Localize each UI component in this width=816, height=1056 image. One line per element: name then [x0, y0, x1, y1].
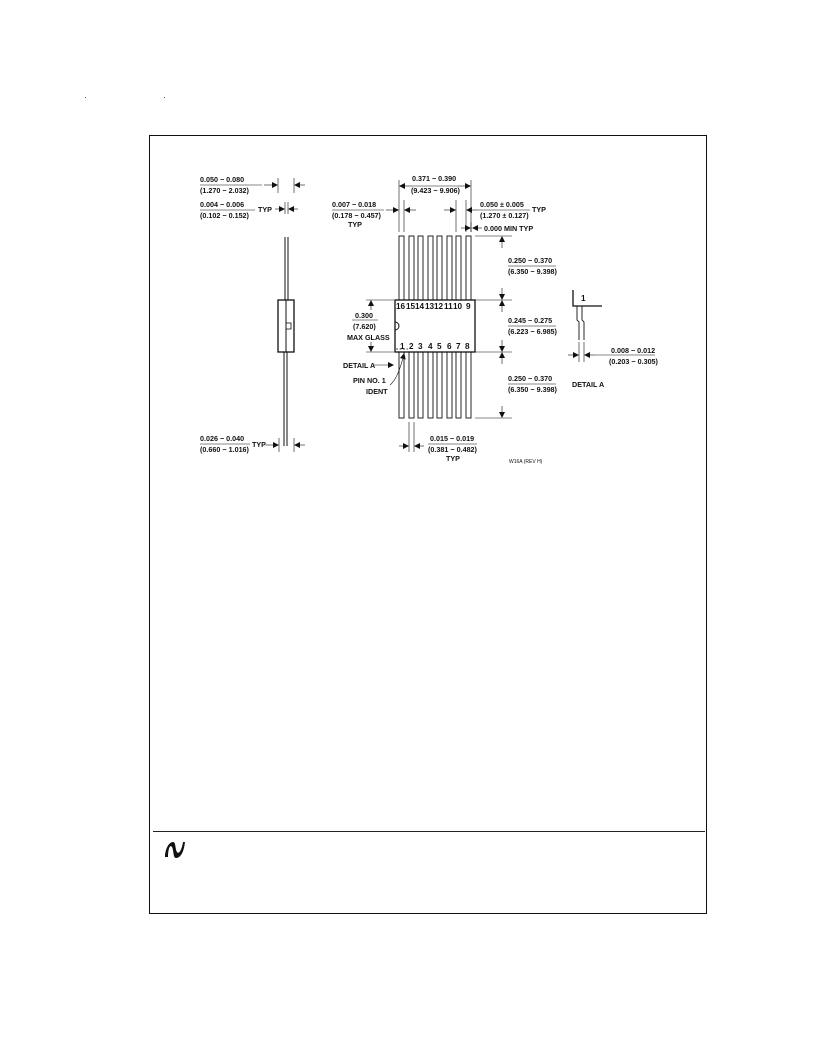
pin-number: 14	[415, 302, 425, 311]
footer-divider	[153, 831, 705, 832]
scan-speck	[85, 97, 86, 98]
dim-lead-pitch-mm: (1.270 ± 0.127)	[480, 211, 529, 220]
dim-min-gap: 0.000 MIN TYP	[484, 224, 533, 233]
dim-bottom-lead-suffix: TYP	[446, 454, 460, 463]
pin-number: 11	[444, 302, 453, 311]
dim-detail-a: 0.008 − 0.012	[611, 346, 655, 355]
dim-lead-width-suffix: TYP	[348, 220, 362, 229]
dim-glass-width-mm: (7.620)	[353, 322, 376, 331]
dim-bottom-lead: 0.015 − 0.019	[430, 434, 474, 443]
pin-number: 8	[465, 342, 470, 351]
drawing-reference: W16A (REV H)	[509, 459, 543, 465]
dim-overall-width: 0.371 − 0.390	[412, 174, 456, 183]
pin-number: 16	[396, 302, 406, 311]
scan-speck	[164, 97, 165, 98]
dim-lower-lead-length: 0.250 − 0.370	[508, 374, 552, 383]
dim-upper-lead-length-mm: (6.350 − 9.398)	[508, 267, 558, 276]
pin-number: 3	[418, 342, 423, 351]
dim-lower-lead-length-mm: (6.350 − 9.398)	[508, 385, 558, 394]
pin-number: 2	[409, 342, 414, 351]
dim-lead-width-mm: (0.178 − 0.457)	[332, 211, 382, 220]
dim-upper-lead-length: 0.250 − 0.370	[508, 256, 552, 265]
pin-number: 5	[437, 342, 442, 351]
dim-body-length: 0.245 − 0.275	[508, 316, 552, 325]
top-leads	[398, 235, 472, 301]
pin-number: 10	[453, 302, 463, 311]
dim-body-thickness: 0.026 − 0.040	[200, 434, 244, 443]
dim-lead-pitch-top-mm: (1.270 − 2.032)	[200, 186, 250, 195]
dim-glass-width: 0.300	[355, 311, 373, 320]
drawing-frame	[149, 135, 707, 914]
detail-a-callout: DETAIL A	[343, 361, 375, 370]
top-view-labels: 0.371 − 0.390 (9.423 − 9.906) 0.007 − 0.…	[332, 174, 558, 465]
dim-overall-width-mm: (9.423 − 9.906)	[411, 186, 461, 195]
detail-a-labels: 1 0.008 − 0.012 (0.203 − 0.305) DETAIL A	[572, 294, 659, 389]
detail-a-title: DETAIL A	[572, 380, 604, 389]
dim-bottom-lead-mm: (0.381 − 0.482)	[428, 445, 478, 454]
dim-body-thickness-mm: (0.660 − 1.016)	[200, 445, 250, 454]
dim-body-length-mm: (6.223 − 6.985)	[508, 327, 558, 336]
dim-body-thickness-suffix: TYP	[252, 440, 266, 449]
top-view	[332, 180, 556, 452]
dim-lead-width: 0.007 − 0.018	[332, 200, 376, 209]
pin-number: 7	[456, 342, 461, 351]
detail-a-pin-number: 1	[581, 294, 586, 303]
pin-number: 13	[425, 302, 435, 311]
dim-lead-pitch: 0.050 ± 0.005	[480, 200, 524, 209]
pin-number: 6	[447, 342, 452, 351]
pin-number: 4	[428, 342, 433, 351]
side-view	[200, 178, 305, 452]
dim-lead-thickness-mm: (0.102 − 0.152)	[200, 211, 250, 220]
dim-lead-thickness-suffix: TYP	[258, 205, 272, 214]
pin-number: 9	[466, 302, 471, 311]
pin1-ident-label-line2: IDENT	[366, 387, 388, 396]
pin-number: 15	[406, 302, 416, 311]
bottom-leads	[398, 351, 472, 419]
pin1-ident-label-line1: PIN NO. 1	[353, 376, 386, 385]
dim-lead-pitch-top: 0.050 − 0.080	[200, 175, 244, 184]
dim-detail-a-mm: (0.203 − 0.305)	[609, 357, 659, 366]
side-view-labels: 0.050 − 0.080 (1.270 − 2.032) 0.004 − 0.…	[200, 175, 272, 454]
dim-lead-pitch-suffix: TYP	[532, 205, 546, 214]
national-semiconductor-logo-icon	[165, 842, 185, 858]
max-glass-label: MAX GLASS	[347, 333, 390, 342]
detail-a-view	[568, 290, 655, 362]
dim-lead-thickness: 0.004 − 0.006	[200, 200, 244, 209]
pin-number: 12	[434, 302, 444, 311]
pin-number: 1	[400, 342, 405, 351]
